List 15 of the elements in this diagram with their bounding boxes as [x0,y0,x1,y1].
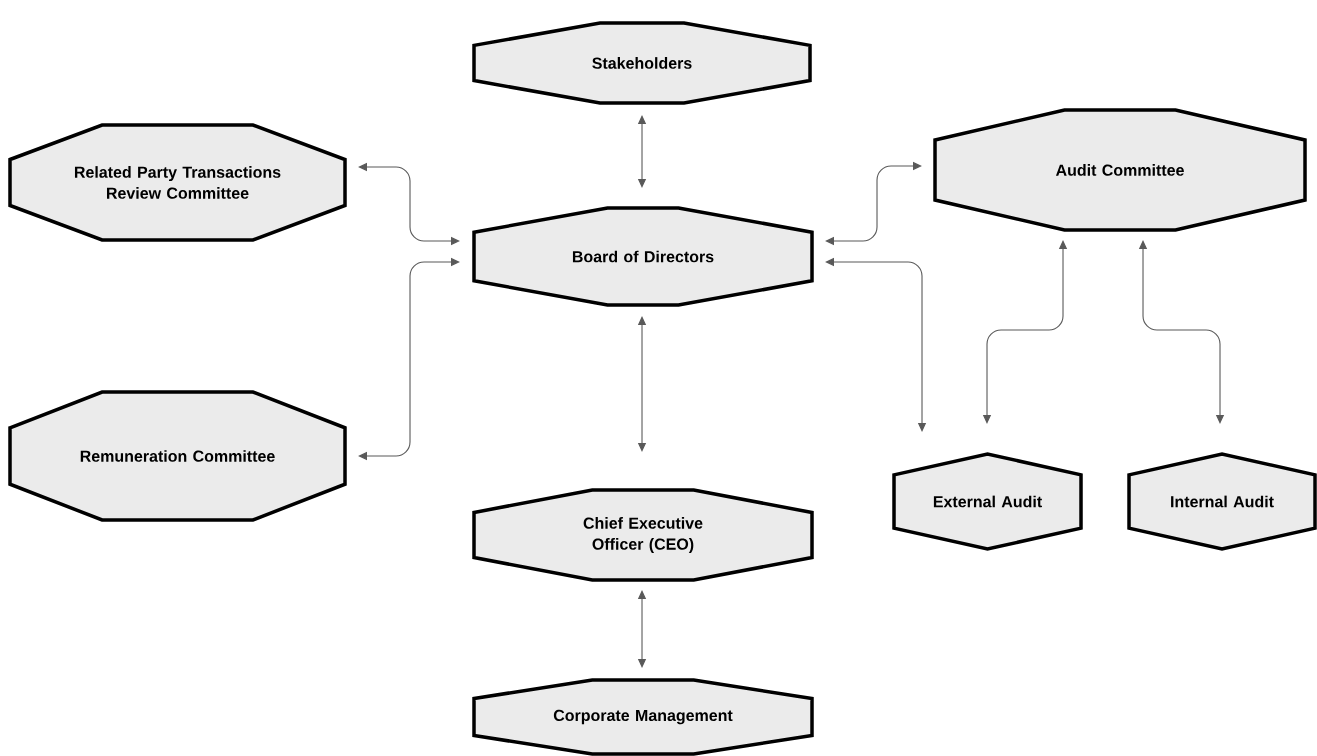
octagon-box: Stakeholders [472,21,812,105]
octagon-box: External Audit [892,452,1083,551]
octagon-box: Related Party Transactions Review Committee [8,123,347,242]
double-arrow [637,316,647,452]
double-arrow [637,115,647,188]
double-arrow [358,257,460,461]
octagon-box: Remuneration Committee [8,390,347,522]
double-arrow [637,590,647,668]
octagon-box: Chief Executive Officer (CEO) [472,488,814,582]
double-arrow [825,161,922,246]
octagon-box: Internal Audit [1127,452,1317,551]
octagon-box: Board of Directors [472,206,814,307]
double-arrow [1138,240,1225,424]
octagon-box: Audit Committee [933,108,1307,232]
octagon-box: Corporate Management [472,678,814,756]
